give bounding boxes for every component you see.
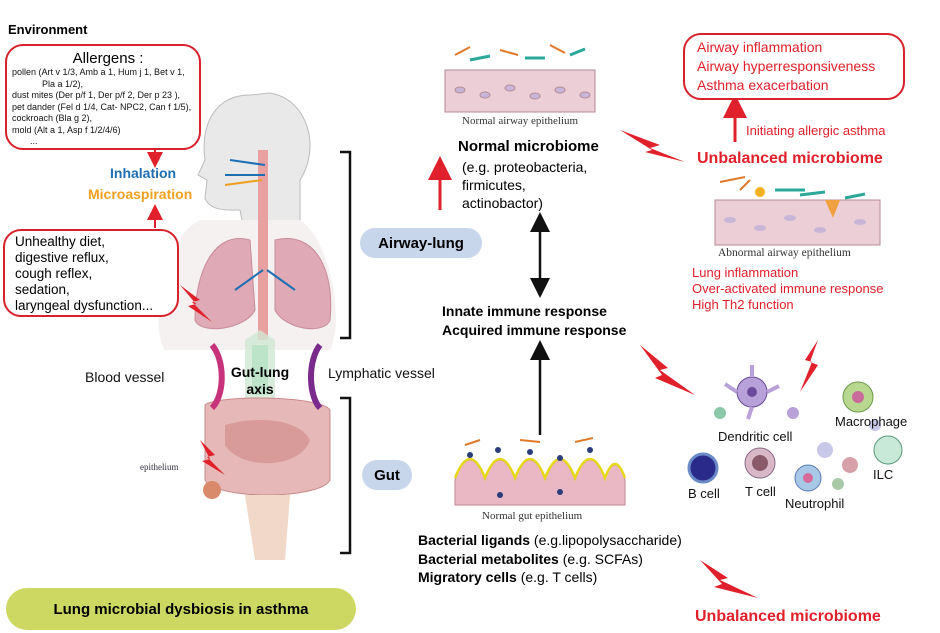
macrophage-label: Macrophage xyxy=(835,414,908,429)
gut-lung-axis-line: axis xyxy=(246,381,274,397)
footer-title: Lung microbial dysbiosis in asthma xyxy=(6,588,356,630)
lymphatic-vessel-icon xyxy=(308,343,323,411)
innate-immune-label: Innate immune response xyxy=(442,303,607,319)
gut-pill: Gut xyxy=(362,460,412,490)
allergens-title: Allergens : xyxy=(72,50,144,67)
blood-vessel-label: Blood vessel xyxy=(85,369,165,385)
gut-factor: Bacterial ligands (e.g.lipopolysaccharid… xyxy=(418,532,682,548)
risk-factor: cough reflex, xyxy=(15,266,93,281)
allergen-line: ... xyxy=(30,136,38,146)
environment-title: Environment xyxy=(8,22,88,37)
abnormal-effects: Lung inflammation Over-activated immune … xyxy=(692,265,883,313)
bracket-airway xyxy=(340,150,352,340)
allergen-line: Pla a 1/2), xyxy=(42,78,84,89)
normal-microbiome-examples: (e.g. proteobacteria, firmicutes, actino… xyxy=(462,158,587,212)
normal-airway-epithelium-illustration xyxy=(444,44,596,113)
neutrophil-label: Neutrophil xyxy=(785,496,845,511)
outcome: Asthma exacerbation xyxy=(697,77,829,93)
acquired-immune-label: Acquired immune response xyxy=(442,322,627,338)
dendritic-cell-label: Dendritic cell xyxy=(718,429,793,444)
allergen-line: mold (Alt a 1, Asp f 1/2/4/6) xyxy=(12,124,121,135)
normal-gut-epithelium-illustration xyxy=(453,437,627,506)
airway-lung-pill: Airway-lung xyxy=(360,228,482,258)
blood-vessel-icon xyxy=(209,343,225,411)
bracket-gut xyxy=(340,396,352,555)
allergen-line: dust mites (Der p/f 1, Der p/f 2, Der p … xyxy=(12,90,181,100)
risk-factor: laryngeal dysfunction... xyxy=(15,298,154,313)
example-line: actinobactor) xyxy=(462,195,543,211)
abnormal-airway-caption: Abnormal airway epithelium xyxy=(718,247,851,259)
effect: Lung inflammation xyxy=(692,265,799,280)
t-cell-label: T cell xyxy=(745,484,776,499)
microaspiration-label: Microaspiration xyxy=(88,186,193,202)
human-body-illustration xyxy=(158,92,336,560)
lymphatic-vessel-label: Lymphatic vessel xyxy=(328,365,435,381)
risk-factor: sedation, xyxy=(15,282,70,297)
risk-factor: Unhealthy diet, xyxy=(15,234,106,249)
allergens-box: Allergens : pollen (Art v 1/3, Amb a 1, … xyxy=(5,44,201,150)
risk-factor: digestive reflux, xyxy=(15,250,109,265)
gut-lung-axis-label: Gut-lung axis xyxy=(230,364,290,398)
risk-factors-box: Unhealthy diet, digestive reflux, cough … xyxy=(3,229,179,317)
epithelium-label: epithelium xyxy=(140,462,179,472)
example-line: (e.g. proteobacteria, xyxy=(462,159,588,175)
gut-factors: Bacterial ligands (e.g.lipopolysaccharid… xyxy=(418,531,682,587)
normal-airway-caption: Normal airway epithelium xyxy=(462,115,579,127)
lightning-icons xyxy=(180,130,818,598)
example-line: firmicutes, xyxy=(462,177,526,193)
normal-gut-caption: Normal gut epithelium xyxy=(482,510,583,522)
initiating-label: Initiating allergic asthma xyxy=(746,123,886,138)
abnormal-airway-epithelium-illustration xyxy=(714,176,881,246)
immune-response: Innate immune response Acquired immune r… xyxy=(442,302,626,340)
ilc-label: ILC xyxy=(873,467,894,482)
allergen-line: pet dander (Fel d 1/4, Cat- NPC2, Can f … xyxy=(12,101,192,112)
allergen-line: pollen (Art v 1/3, Amb a 1, Hum j 1, Bet… xyxy=(12,67,185,77)
effect: Over-activated immune response xyxy=(692,281,884,296)
gut-factor: Migratory cells (e.g. T cells) xyxy=(418,569,598,585)
allergen-line: cockroach (Bla g 2), xyxy=(12,113,93,123)
inhalation-label: Inhalation xyxy=(110,165,177,181)
b-cell-label: B cell xyxy=(688,486,720,501)
outcome: Airway inflammation xyxy=(697,39,823,55)
unbalanced-microbiome-bottom: Unbalanced microbiome xyxy=(695,608,881,625)
effect: High Th2 function xyxy=(692,297,794,312)
unbalanced-microbiome-top: Unbalanced microbiome xyxy=(697,150,883,167)
outcome: Airway hyperresponsiveness xyxy=(697,58,876,74)
normal-microbiome-title: Normal microbiome xyxy=(458,138,599,155)
gut-lung-axis-line: Gut-lung xyxy=(230,364,290,380)
outcomes-box: Airway inflammation Airway hyperresponsi… xyxy=(683,33,905,100)
immune-cells-illustration xyxy=(687,365,903,492)
gut-factor: Bacterial metabolites (e.g. SCFAs) xyxy=(418,550,643,567)
